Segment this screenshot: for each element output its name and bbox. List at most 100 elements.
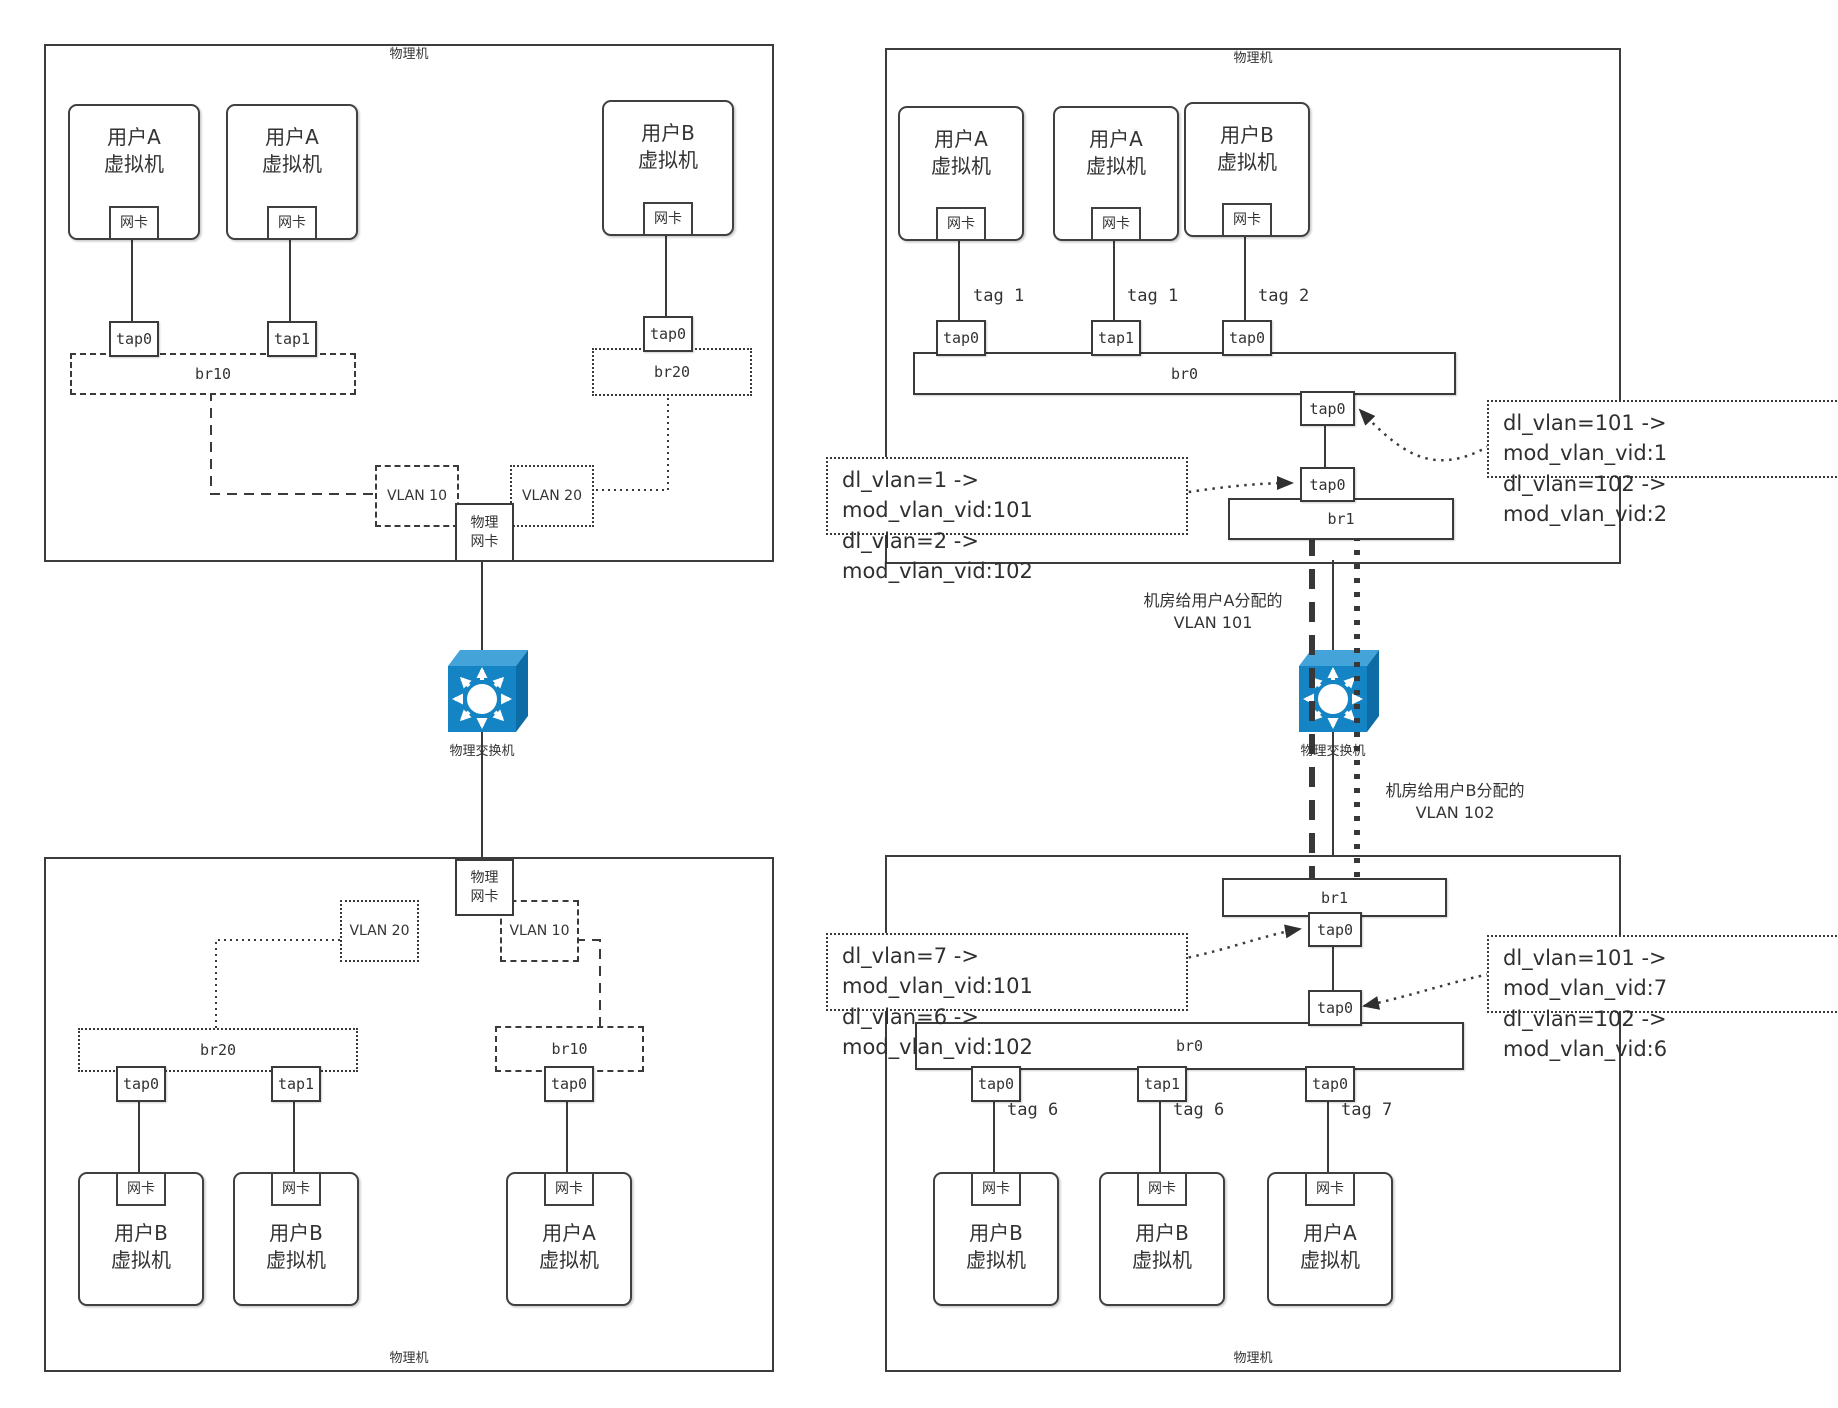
bridge-br1: br1 — [1228, 498, 1454, 540]
flow-rule-line: dl_vlan=102 -> mod_vlan_vid:6 — [1503, 1006, 1668, 1062]
tap-port: tap1 — [1137, 1066, 1187, 1102]
vm-label: 用户B 虚拟机 — [1132, 1221, 1192, 1272]
machine-box-bottom-left: 物理机 — [44, 857, 774, 1372]
flow-rule-line: dl_vlan=6 -> mod_vlan_vid:102 — [842, 1004, 1033, 1060]
tap-port: tap1 — [267, 321, 317, 357]
vm-label: 用户B 虚拟机 — [966, 1221, 1026, 1272]
br20-to-vlan20-dotted — [590, 392, 669, 491]
vlan102-note: 机房给用户B分配的 VLAN 102 — [1385, 781, 1525, 823]
physical-switch-label: 物理交换机 — [1300, 744, 1366, 759]
physical-switch-icon-left — [448, 650, 528, 732]
tap-port: tap0 — [544, 1066, 594, 1102]
flow-rule-line: dl_vlan=7 -> mod_vlan_vid:101 — [842, 944, 1033, 999]
tap-port: tap1 — [271, 1066, 321, 1102]
physical-switch-label: 物理交换机 — [449, 744, 515, 759]
bridge-br20: br20 — [78, 1028, 358, 1072]
annotation-flow-rules: dl_vlan=1 -> mod_vlan_vid:101 dl_vlan=2 … — [826, 457, 1188, 583]
machine-label: 物理机 — [385, 1351, 433, 1367]
vm-user-a: 用户A 虚拟机 网卡 — [68, 104, 200, 240]
vm-nic-box: 网卡 — [643, 202, 693, 236]
tap-port-trunk-upper: tap0 — [1300, 391, 1355, 426]
vm-label: 用户B 虚拟机 — [638, 121, 698, 172]
vlan10-to-br10-dashed — [575, 939, 601, 1026]
br10-to-vlan10-dashed — [210, 391, 375, 495]
tap-port: tap0 — [936, 320, 986, 356]
vm-nic-box: 网卡 — [936, 207, 986, 241]
tag-label: tag 7 — [1341, 1100, 1393, 1120]
annotation-flow-rules: dl_vlan=101 -> mod_vlan_vid:1 dl_vlan=10… — [1487, 400, 1838, 526]
br-connectors — [993, 943, 1334, 1172]
vm-label: 用户A 虚拟机 — [1086, 127, 1146, 178]
machine-label: 物理机 — [1229, 1351, 1277, 1367]
bridge-br0: br0 — [913, 352, 1456, 395]
vlan101-note: 机房给用户A分配的 VLAN 101 — [1143, 591, 1283, 633]
tap-port-trunk-lower: tap0 — [1300, 467, 1355, 502]
vm-label: 用户A 虚拟机 — [539, 1221, 599, 1272]
vm-user-b: 用户B 虚拟机 网卡 — [602, 100, 734, 236]
vm-nic-box: 网卡 — [109, 206, 159, 240]
vm-nic-box: 网卡 — [271, 1172, 321, 1206]
vlan20-to-br20-dotted — [215, 939, 340, 1028]
tr-connectors — [958, 233, 1326, 467]
bridge-br20: br20 — [592, 348, 752, 396]
vm-nic-box: 网卡 — [116, 1172, 166, 1206]
tl-connectors — [131, 231, 669, 860]
vm-nic-box: 网卡 — [971, 1172, 1021, 1206]
annotation-flow-rules: dl_vlan=7 -> mod_vlan_vid:101 dl_vlan=6 … — [826, 933, 1188, 1059]
machine-box-top-left: 物理机 — [44, 44, 774, 562]
tap-port: tap0 — [109, 321, 159, 357]
vm-user-b: 用户B 虚拟机 网卡 — [933, 1172, 1059, 1306]
annotation-flow-rules: dl_vlan=101 -> mod_vlan_vid:7 dl_vlan=10… — [1487, 935, 1838, 1061]
machine-label: 物理机 — [1229, 51, 1277, 67]
vm-user-b: 用户B 虚拟机 网卡 — [78, 1172, 204, 1306]
flow-rule-line: dl_vlan=101 -> mod_vlan_vid:7 — [1503, 946, 1668, 1001]
vm-label: 用户B 虚拟机 — [111, 1221, 171, 1272]
bridge-br0: br0 — [915, 1022, 1464, 1070]
vm-label: 用户A 虚拟机 — [262, 125, 322, 176]
tag-label: tag 6 — [1173, 1100, 1225, 1120]
vm-user-b: 用户B 虚拟机 网卡 — [233, 1172, 359, 1306]
vm-user-a: 用户A 虚拟机 网卡 — [1267, 1172, 1393, 1306]
machine-box-bottom-right: 物理机 — [885, 855, 1621, 1372]
vm-user-b: 用户B 虚拟机 网卡 — [1184, 102, 1310, 237]
vm-label: 用户B 虚拟机 — [1217, 123, 1277, 174]
tag-label: tag 2 — [1258, 286, 1310, 306]
tap-port: tap0 — [1222, 320, 1272, 356]
vm-label: 用户A 虚拟机 — [1300, 1221, 1360, 1272]
tap-port: tap0 — [1305, 1066, 1355, 1102]
vm-user-b: 用户B 虚拟机 网卡 — [1099, 1172, 1225, 1306]
flow-rule-line: dl_vlan=102 -> mod_vlan_vid:2 — [1503, 471, 1668, 527]
vm-nic-box: 网卡 — [1137, 1172, 1187, 1206]
bl-connectors — [138, 939, 601, 1172]
vm-nic-box: 网卡 — [544, 1172, 594, 1206]
bridge-br10: br10 — [70, 353, 356, 395]
physical-nic: 物理 网卡 — [455, 859, 514, 916]
flow-rule-line: dl_vlan=101 -> mod_vlan_vid:1 — [1503, 411, 1668, 466]
vm-user-a: 用户A 虚拟机 网卡 — [506, 1172, 632, 1306]
tap-port: tap0 — [116, 1066, 166, 1102]
tap-port-trunk-lower: tap0 — [1308, 990, 1362, 1026]
vlan10-box: VLAN 10 — [500, 900, 579, 962]
vm-label: 用户A 虚拟机 — [104, 125, 164, 176]
vm-label: 用户A 虚拟机 — [931, 127, 991, 178]
machine-box-top-right: 物理机 — [885, 48, 1621, 564]
vlan20-box: VLAN 20 — [510, 465, 594, 527]
tap-port-trunk-upper: tap0 — [1308, 912, 1362, 947]
tap-port: tap1 — [1091, 320, 1141, 356]
vlan10-box: VLAN 10 — [375, 465, 459, 527]
machine-label: 物理机 — [385, 47, 433, 63]
vm-nic-box: 网卡 — [1091, 207, 1141, 241]
tag-label: tag 1 — [1127, 286, 1179, 306]
flow-rule-line: dl_vlan=2 -> mod_vlan_vid:102 — [842, 528, 1033, 584]
vm-nic-box: 网卡 — [1305, 1172, 1355, 1206]
vm-nic-box: 网卡 — [1222, 203, 1272, 237]
vm-user-a: 用户A 虚拟机 网卡 — [226, 104, 358, 240]
vlan20-box: VLAN 20 — [340, 900, 419, 962]
vm-nic-box: 网卡 — [267, 206, 317, 240]
vm-user-a: 用户A 虚拟机 网卡 — [898, 106, 1024, 241]
tag-label: tag 6 — [1007, 1100, 1059, 1120]
tap-port: tap0 — [971, 1066, 1021, 1102]
physical-nic: 物理 网卡 — [455, 503, 514, 562]
